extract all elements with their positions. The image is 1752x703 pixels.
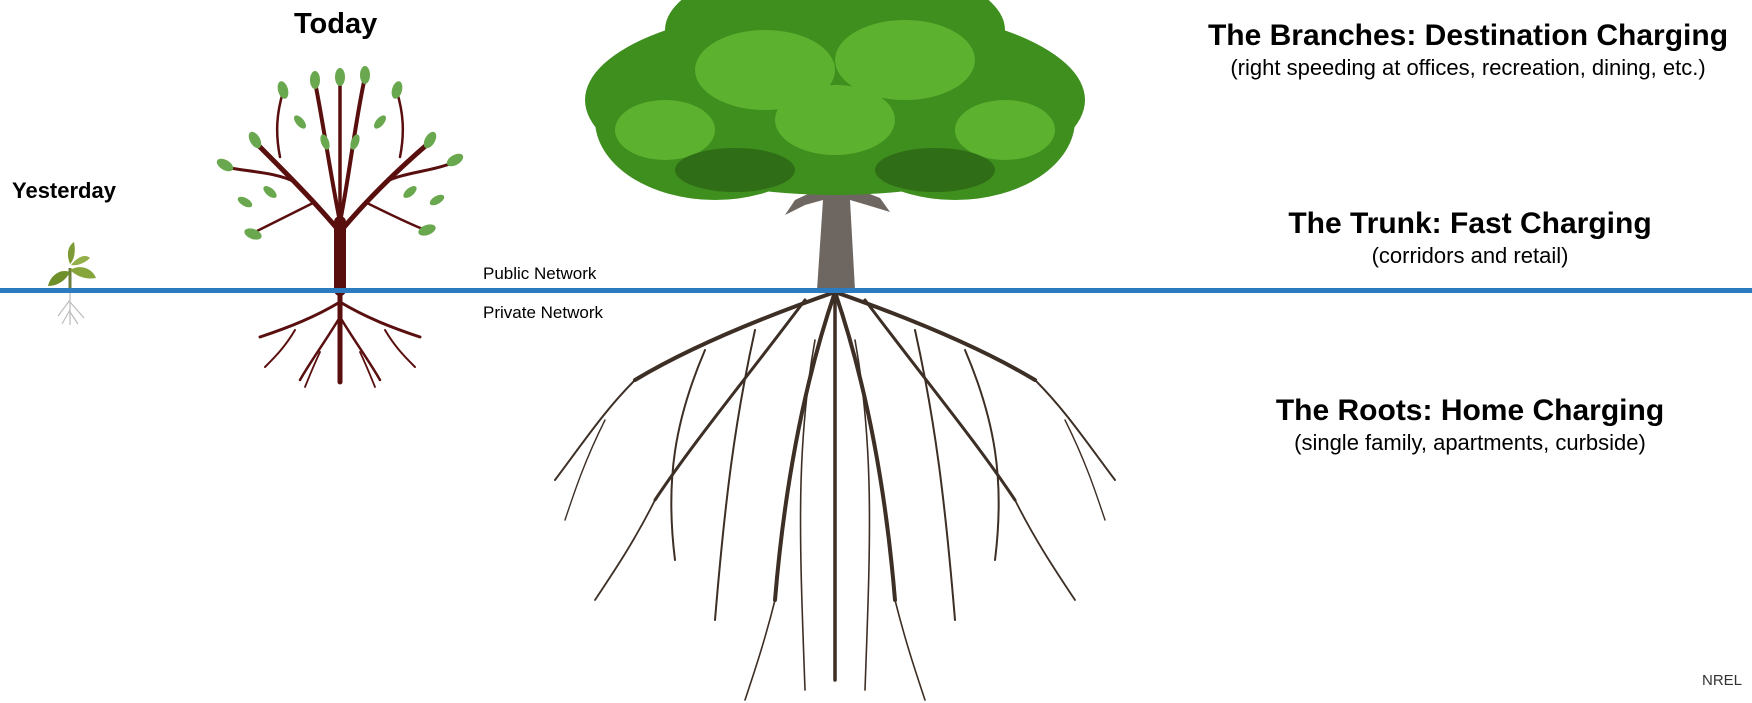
roots-title: The Roots: Home Charging bbox=[1275, 394, 1665, 427]
trunk-title: The Trunk: Fast Charging bbox=[1288, 207, 1652, 240]
public-network-label: Public Network bbox=[483, 264, 597, 283]
large-tree-icon bbox=[554, 0, 1116, 701]
roots-subtitle: (single family, apartments, curbside) bbox=[1294, 430, 1646, 455]
trunk-subtitle: (corridors and retail) bbox=[1371, 243, 1569, 268]
small-tree-icon bbox=[216, 66, 464, 388]
branches-tier: The Branches: Destination Charging (righ… bbox=[1190, 18, 1746, 82]
branches-title: The Branches: Destination Charging bbox=[1207, 19, 1729, 52]
credit-label: NREL bbox=[1701, 672, 1742, 689]
seedling-icon bbox=[48, 242, 96, 325]
branches-subtitle: (right speeding at offices, recreation, … bbox=[1230, 55, 1706, 80]
network-divider-line bbox=[0, 288, 1752, 293]
roots-tier: The Roots: Home Charging (single family,… bbox=[1250, 393, 1690, 457]
today-label: Today bbox=[294, 8, 378, 40]
trunk-tier: The Trunk: Fast Charging (corridors and … bbox=[1250, 206, 1690, 270]
private-network-label: Private Network bbox=[483, 303, 603, 322]
yesterday-label: Yesterday bbox=[12, 178, 116, 203]
